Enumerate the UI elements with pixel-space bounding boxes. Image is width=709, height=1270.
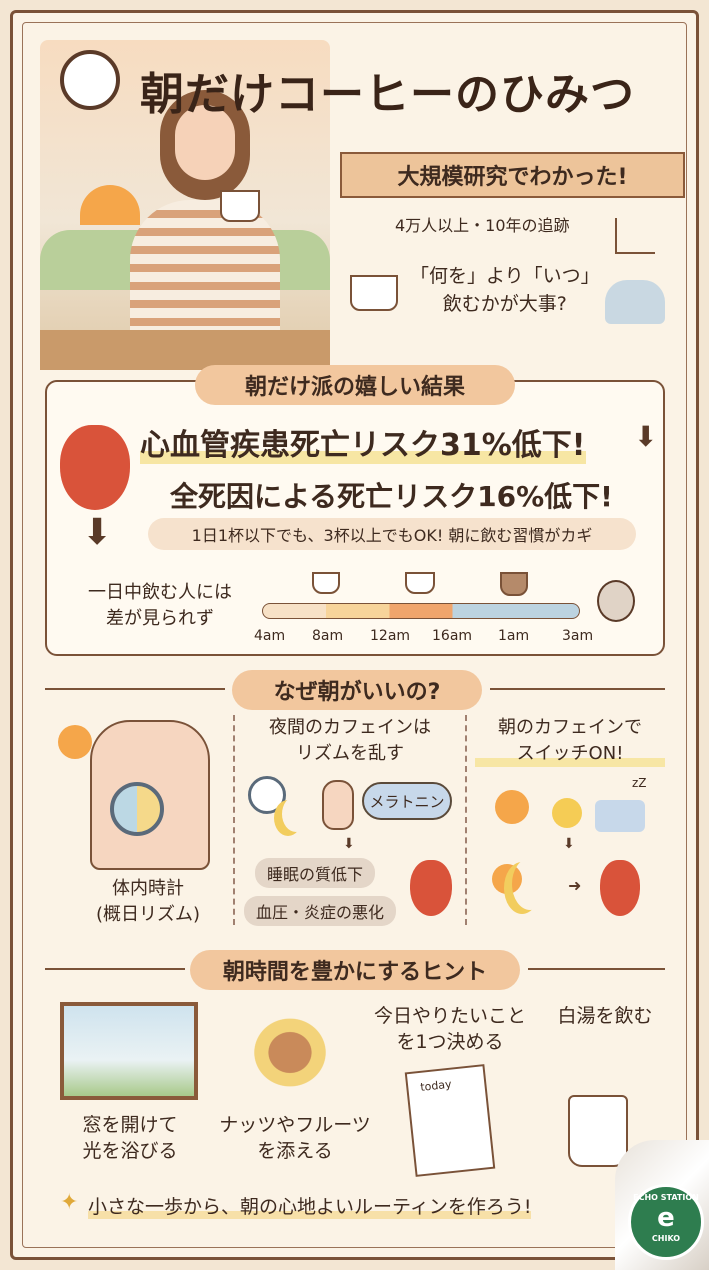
sunrise-icon [80,185,140,225]
divider [490,688,665,690]
question-line: 飲むかが大事? [442,293,567,315]
timeline-tick: 1am [498,628,530,644]
timeline-tick: 8am [312,628,344,644]
coffee-cup-saucer-icon [405,572,435,594]
coffee-cup-icon [500,572,528,596]
title-line: 夜間のカフェインは [269,717,431,738]
timing-question: 「何を」より「いつ」 飲むかが大事? [410,262,600,318]
clock-icon [248,776,286,814]
sleep-quality-tag: 睡眠の質低下 [255,858,376,888]
timeline-tick: 4am [254,628,286,644]
study-banner: 大規模研究でわかった! [340,152,685,198]
timeline-tick: 12am [370,628,411,644]
coffee-cup-icon [350,275,398,311]
tip-goal: 今日やりたいこと を1つ決める [365,1003,535,1055]
tip-line: を1つ決める [396,1031,504,1053]
title-line: スイッチON! [475,741,665,767]
label-line: (概日リズム) [95,904,201,925]
heart-icon [410,860,452,916]
heart-icon [600,860,640,916]
tip-line: 今日やりたいこと [373,1005,526,1027]
sparkle-icon: ✦ [60,1190,79,1215]
page-title: 朝だけコーヒーのひみつ [140,69,635,120]
tip-water: 白湯を飲む [557,1005,653,1027]
label-line: 体内時計 [112,878,184,899]
all-day-note: 一日中飲む人には 差が見られず [70,580,250,632]
melatonin-bubble: メラトニン [362,782,452,820]
arrow-down-icon: ⬇ [563,836,575,852]
woman-with-coffee-illustration [40,40,330,370]
title-line: 朝のカフェインで [498,717,642,738]
notebook-icon: today [404,1064,496,1177]
coffee-cup-icon [312,572,340,594]
moon-icon [282,796,310,832]
timeline-bar [262,603,580,619]
timeline-tick: 3am [562,628,594,644]
body-clock-icon [110,782,164,836]
tip-window: 窓を開けて 光を浴びる [50,1112,210,1164]
cardio-risk: 心血管疾患死亡リスク31%低下! [140,420,586,464]
tips-heading: 朝時間を豊かにするヒント [190,950,520,990]
wall-clock-icon [60,50,120,110]
smiling-face-icon [552,798,582,828]
divider [465,715,467,925]
tip-line: 窓を開けて [82,1114,178,1136]
coffee-cup-icon [220,190,260,222]
logo-bottom-text: CHIKO [651,1234,681,1243]
notebook-label: today [419,1077,453,1094]
morning-caffeine-title: 朝のカフェインで スイッチON! [475,715,665,767]
tip-line: 光を浴びる [82,1140,178,1162]
smiling-sun-icon [495,790,529,824]
sun-icon [58,725,92,759]
striped-shirt [130,200,280,340]
open-window-icon [60,1002,198,1100]
question-line: 「何を」より「いつ」 [410,265,600,287]
logo-mark: e [657,1203,675,1233]
all-day-line: 差が見られず [106,608,214,629]
logo-top-text: ECHO STATION [633,1193,699,1202]
zz-text: zZ [632,776,647,790]
divider [45,688,225,690]
moon-icon [512,858,548,910]
all-cause-risk: 全死因による死亡リスク16%低下! [170,480,613,513]
mug-icon [568,1095,628,1167]
tip-line: を添える [257,1140,333,1162]
smiling-face-icon [492,864,522,894]
blood-pressure-tag: 血圧・炎症の悪化 [244,896,397,926]
neutral-face-icon [597,580,635,622]
habit-note: 1日1杯以下でも、3杯以上でもOK! 朝に飲む習慣がカギ [148,518,636,550]
arrow-right-icon: ➜ [568,876,582,895]
divider [233,715,235,925]
results-heading: 朝だけ派の嬉しい結果 [195,365,515,405]
footer-message: 小さな一歩から、朝の心地よいルーティンを作ろう! [88,1192,532,1219]
title-line: リズムを乱す [296,743,404,764]
arrow-down-icon: ⬇ [634,420,658,453]
timeline-tick: 16am [432,628,473,644]
tip-line: ナッツやフルーツ [219,1114,371,1136]
table [40,330,330,370]
chart-up-icon [615,218,655,254]
echo-station-logo: ECHO STATION e CHIKO [628,1184,704,1260]
tip-nuts: ナッツやフルーツ を添える [210,1112,380,1164]
heart-icon [60,425,130,510]
people-icon [605,280,665,324]
stop-hand-icon [322,780,354,830]
body-clock-label: 体内時計 (概日リズム) [68,876,228,928]
inner-frame [22,22,687,1248]
arrow-down-icon: ⬇ [343,836,355,852]
woman-face [175,105,235,180]
divider [528,968,665,970]
sleeping-icon [595,800,645,832]
night-caffeine-title: 夜間のカフェインは リズムを乱す [240,715,460,767]
all-day-line: 一日中飲む人には [88,582,232,603]
study-scale: 4万人以上・10年の追跡 [395,216,570,235]
divider [45,968,185,970]
why-heading: なぜ朝がいいの? [232,670,482,710]
nuts-fruit-icon [240,1005,340,1100]
arrow-down-icon: ⬇ [82,512,113,553]
